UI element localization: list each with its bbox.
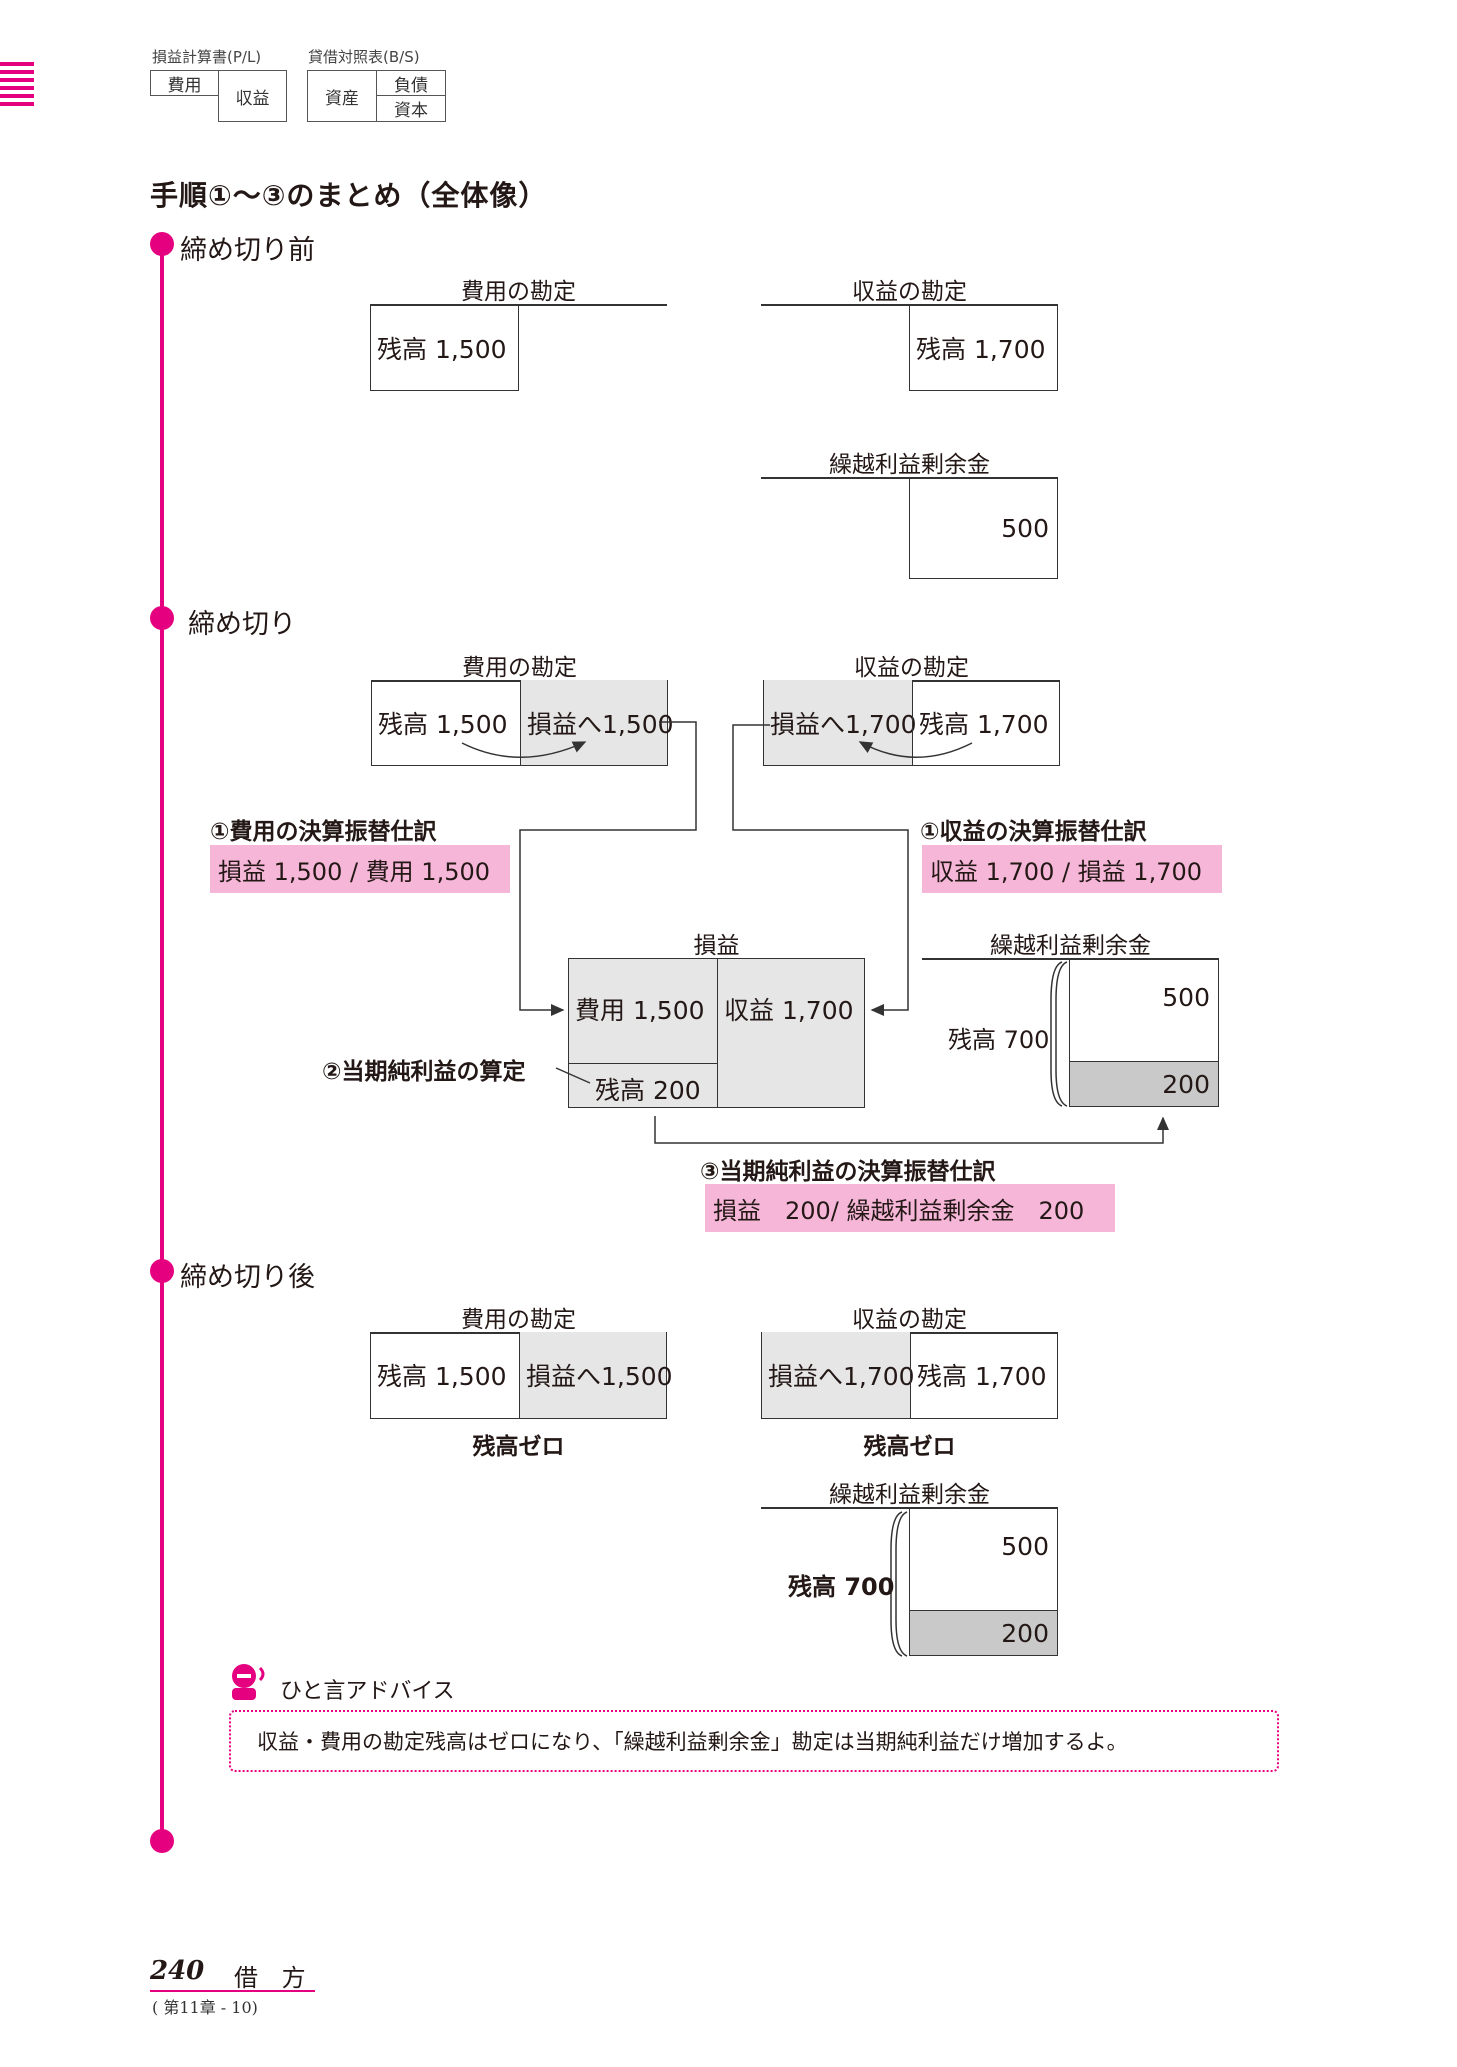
- after-retained-credit1: 500: [909, 1507, 1058, 1611]
- after-retained-title: 繰越利益剰余金: [829, 1482, 990, 1508]
- closing-expense-debit: 残高 1,500: [371, 680, 521, 766]
- pl-revenue-box: 収益: [218, 70, 287, 122]
- closing-expense-credit: 損益へ1,500: [520, 680, 674, 766]
- bs-label: 貸借対照表(B/S): [308, 48, 420, 66]
- note1-revenue-label: ①収益の決算振替仕訳: [920, 819, 1147, 845]
- after-expense-rule: [370, 1332, 667, 1334]
- page-number: 240: [150, 1956, 205, 1986]
- note1-revenue-entry: 収益 1,700 / 損益 1,700: [922, 845, 1222, 893]
- timeline-dot-before: [150, 232, 174, 256]
- bs-assets-box: 資産: [307, 70, 377, 122]
- pl-account-balance: 残高 200: [568, 1063, 718, 1108]
- step-label-before: 締め切り前: [180, 235, 315, 266]
- note1-expense-label: ①費用の決算振替仕訳: [210, 819, 437, 845]
- pl-label: 損益計算書(P/L): [152, 48, 262, 66]
- timeline-dot-closing: [150, 606, 174, 630]
- after-revenue-debit: 損益へ1,700: [761, 1332, 915, 1419]
- bs-capital-box: 資本: [376, 95, 446, 122]
- before-retained-credit: 500: [909, 477, 1058, 579]
- note3-entry: 損益 200/ 繰越利益剰余金 200: [705, 1184, 1115, 1232]
- note2-label: ②当期純利益の算定: [322, 1059, 526, 1085]
- closing-expense-rule: [371, 680, 668, 682]
- footer-rule: [150, 1990, 315, 1992]
- before-revenue-credit: 残高 1,700: [909, 304, 1058, 391]
- after-expense-zero: 残高ゼロ: [472, 1434, 565, 1460]
- timeline-dot-end: [150, 1829, 174, 1853]
- note3-label: ③当期純利益の決算振替仕訳: [700, 1159, 996, 1185]
- chapter-ref: ( 第11章 - 10): [152, 1998, 258, 2017]
- after-retained-balance: 残高 700: [788, 1573, 895, 1601]
- advice-box: 収益・費用の勘定残高はゼロになり、「繰越利益剰余金」勘定は当期純利益だけ増加する…: [229, 1710, 1279, 1772]
- timeline-line: [160, 240, 164, 1838]
- timeline-dot-after: [150, 1259, 174, 1283]
- closing-retained-credit2: 200: [1069, 1061, 1219, 1107]
- after-expense-credit: 損益へ1,500: [519, 1332, 673, 1419]
- after-expense-debit: 残高 1,500: [370, 1332, 520, 1419]
- advice-text: 収益・費用の勘定残高はゼロになり、「繰越利益剰余金」勘定は当期純利益だけ増加する…: [257, 1730, 1128, 1754]
- closing-revenue-title: 収益の勘定: [854, 655, 969, 681]
- after-revenue-title: 収益の勘定: [852, 1307, 967, 1333]
- page-side-label: 借 方: [234, 1964, 314, 1992]
- before-expense-debit: 残高 1,500: [370, 304, 519, 391]
- page-title: 手順①〜③のまとめ（全体像）: [150, 179, 548, 212]
- step-label-after: 締め切り後: [180, 1262, 315, 1293]
- pl-account-credit: 収益 1,700: [717, 958, 865, 1108]
- closing-retained-title: 繰越利益剰余金: [990, 933, 1151, 959]
- pl-expense-box: 費用: [150, 70, 219, 96]
- pl-account-title: 損益: [693, 933, 740, 959]
- advice-title: ひと言アドバイス: [280, 1679, 455, 1704]
- after-retained-credit2: 200: [909, 1610, 1058, 1656]
- before-revenue-title: 収益の勘定: [852, 279, 967, 305]
- before-retained-title: 繰越利益剰余金: [829, 452, 990, 478]
- after-expense-title: 費用の勘定: [461, 1307, 576, 1333]
- note1-expense-entry: 損益 1,500 / 費用 1,500: [210, 845, 510, 893]
- bs-liabilities-box: 負債: [376, 70, 446, 96]
- advice-character-icon: [232, 1664, 265, 1700]
- step-label-closing: 締め切り: [188, 609, 296, 640]
- closing-expense-title: 費用の勘定: [462, 655, 577, 681]
- closing-revenue-credit: 残高 1,700: [912, 680, 1060, 766]
- before-expense-title: 費用の勘定: [461, 279, 576, 305]
- after-revenue-zero: 残高ゼロ: [863, 1434, 956, 1460]
- closing-retained-balance: 残高 700: [948, 1026, 1050, 1054]
- chapter-index-bars: [0, 62, 34, 110]
- closing-revenue-debit: 損益へ1,700: [763, 680, 917, 766]
- after-revenue-credit: 残高 1,700: [910, 1332, 1058, 1419]
